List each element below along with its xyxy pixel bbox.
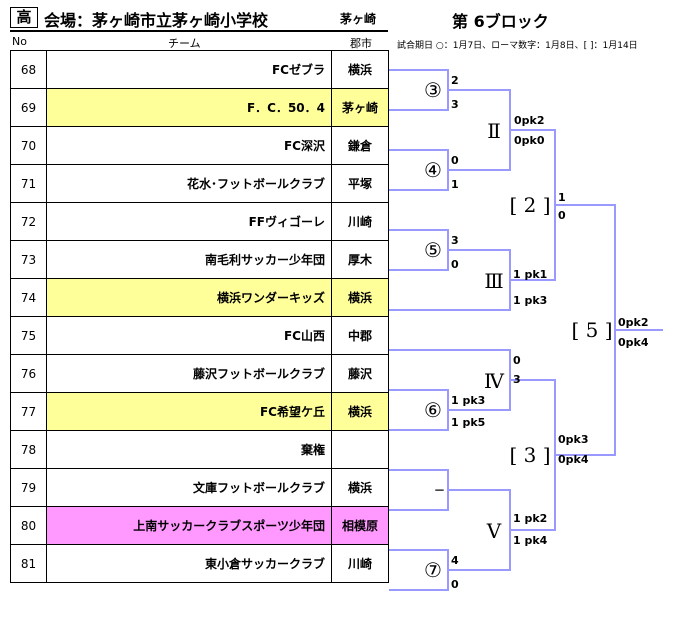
score-r5-top: 0pk2 xyxy=(618,316,649,329)
score-70: 0 xyxy=(451,154,459,167)
match-label-6: ⑥ xyxy=(424,398,442,422)
block-title: 第 6ブロック xyxy=(452,12,549,31)
team-name: FC山西 xyxy=(46,316,332,355)
match-label-r5: [ 5 ] xyxy=(571,318,612,342)
score-II-bot: 0pk0 xyxy=(514,134,545,147)
match-label-V: Ⅴ xyxy=(486,519,502,543)
score-76: 1 pk3 xyxy=(451,394,485,407)
team-name: 横浜ワンダーキッズ xyxy=(46,278,332,317)
column-header-no: No xyxy=(12,35,27,48)
score-IV-bot: 3 xyxy=(513,373,521,386)
team-name: FC希望ケ丘 xyxy=(46,392,332,431)
team-city: 平塚 xyxy=(331,164,389,203)
team-number: 72 xyxy=(10,202,47,241)
team-city: 鎌倉 xyxy=(331,126,389,165)
score-V-top: 1 pk2 xyxy=(513,512,547,525)
team-city: 川崎 xyxy=(331,544,389,583)
score-73: 0 xyxy=(451,258,459,271)
team-number: 74 xyxy=(10,278,47,317)
team-number: 73 xyxy=(10,240,47,279)
score-r5-bot: 0pk4 xyxy=(618,336,649,349)
team-number: 81 xyxy=(10,544,47,583)
team-name: FCゼブラ xyxy=(46,50,332,89)
column-header-team: チーム xyxy=(168,37,201,50)
score-78: － xyxy=(434,484,445,497)
column-header-city: 郡市 xyxy=(350,37,372,50)
score-r2-bot: 0 xyxy=(558,209,566,222)
score-r2-top: 1 xyxy=(558,191,566,204)
header: 高 会場：茅ヶ崎市立茅ヶ崎小学校 茅ヶ崎 第 6ブロック xyxy=(0,0,673,31)
match-label-III: Ⅲ xyxy=(484,269,503,293)
team-name: 文庫フットボールクラブ xyxy=(46,468,332,507)
score-68: 2 xyxy=(451,74,459,87)
venue-city: 茅ヶ崎 xyxy=(340,12,377,26)
team-number: 79 xyxy=(10,468,47,507)
score-V-bot: 1 pk4 xyxy=(513,534,548,547)
date-legend: 試合期日 ○：1月7日、ローマ数字：1月8日、[ ]：1月14日 xyxy=(397,41,638,51)
score-III-bot: 1 pk3 xyxy=(513,294,547,307)
score-71: 1 xyxy=(451,178,459,191)
team-number: 80 xyxy=(10,506,47,545)
team-number: 69 xyxy=(10,88,47,127)
score-II-top: 0pk2 xyxy=(514,114,545,127)
team-city: 横浜 xyxy=(331,278,389,317)
match-label-4: ④ xyxy=(424,158,442,182)
match-label-7: ⑦ xyxy=(424,558,442,582)
team-name: F．C．50．4 xyxy=(46,88,332,127)
match-label-r3: [ 3 ] xyxy=(509,443,550,467)
bracket-lines xyxy=(389,69,663,591)
venue-title: 会場：茅ヶ崎市立茅ヶ崎小学校 xyxy=(44,11,269,30)
team-number: 77 xyxy=(10,392,47,431)
team-name: FC深沢 xyxy=(46,126,332,165)
header-divider xyxy=(10,30,388,32)
team-number: 78 xyxy=(10,430,47,469)
team-number: 75 xyxy=(10,316,47,355)
match-label-r2: [ 2 ] xyxy=(509,193,550,217)
match-label-II: Ⅱ xyxy=(487,119,501,143)
team-number: 70 xyxy=(10,126,47,165)
team-city: 茅ヶ崎 xyxy=(331,88,389,127)
team-city: 相模原 xyxy=(331,506,389,545)
score-III-top: 1 pk1 xyxy=(513,268,547,281)
team-name: 藤沢フットボールクラブ xyxy=(46,354,332,393)
team-city: 横浜 xyxy=(331,392,389,431)
score-81: 0 xyxy=(451,578,459,591)
match-label-5: ⑤ xyxy=(424,238,442,262)
score-IV-top: 0 xyxy=(513,354,521,367)
match-label-IV: Ⅳ xyxy=(484,369,505,393)
team-name: 花水･フットボールクラブ xyxy=(46,164,332,203)
score-69: 3 xyxy=(451,98,459,111)
team-number: 71 xyxy=(10,164,47,203)
score-72: 3 xyxy=(451,234,459,247)
score-r3-top: 0pk3 xyxy=(558,433,589,446)
team-city xyxy=(331,430,389,469)
team-city: 藤沢 xyxy=(331,354,389,393)
grade-badge: 高 xyxy=(10,7,38,28)
match-label-3: ③ xyxy=(424,78,442,102)
team-city: 横浜 xyxy=(331,50,389,89)
team-name: 上南サッカークラブスポーツ少年団 xyxy=(46,506,332,545)
score-80: 4 xyxy=(451,554,459,567)
score-r3-bot: 0pk4 xyxy=(558,453,589,466)
team-name: 東小倉サッカークラブ xyxy=(46,544,332,583)
score-77: 1 pk5 xyxy=(451,416,485,429)
team-city: 中郡 xyxy=(331,316,389,355)
